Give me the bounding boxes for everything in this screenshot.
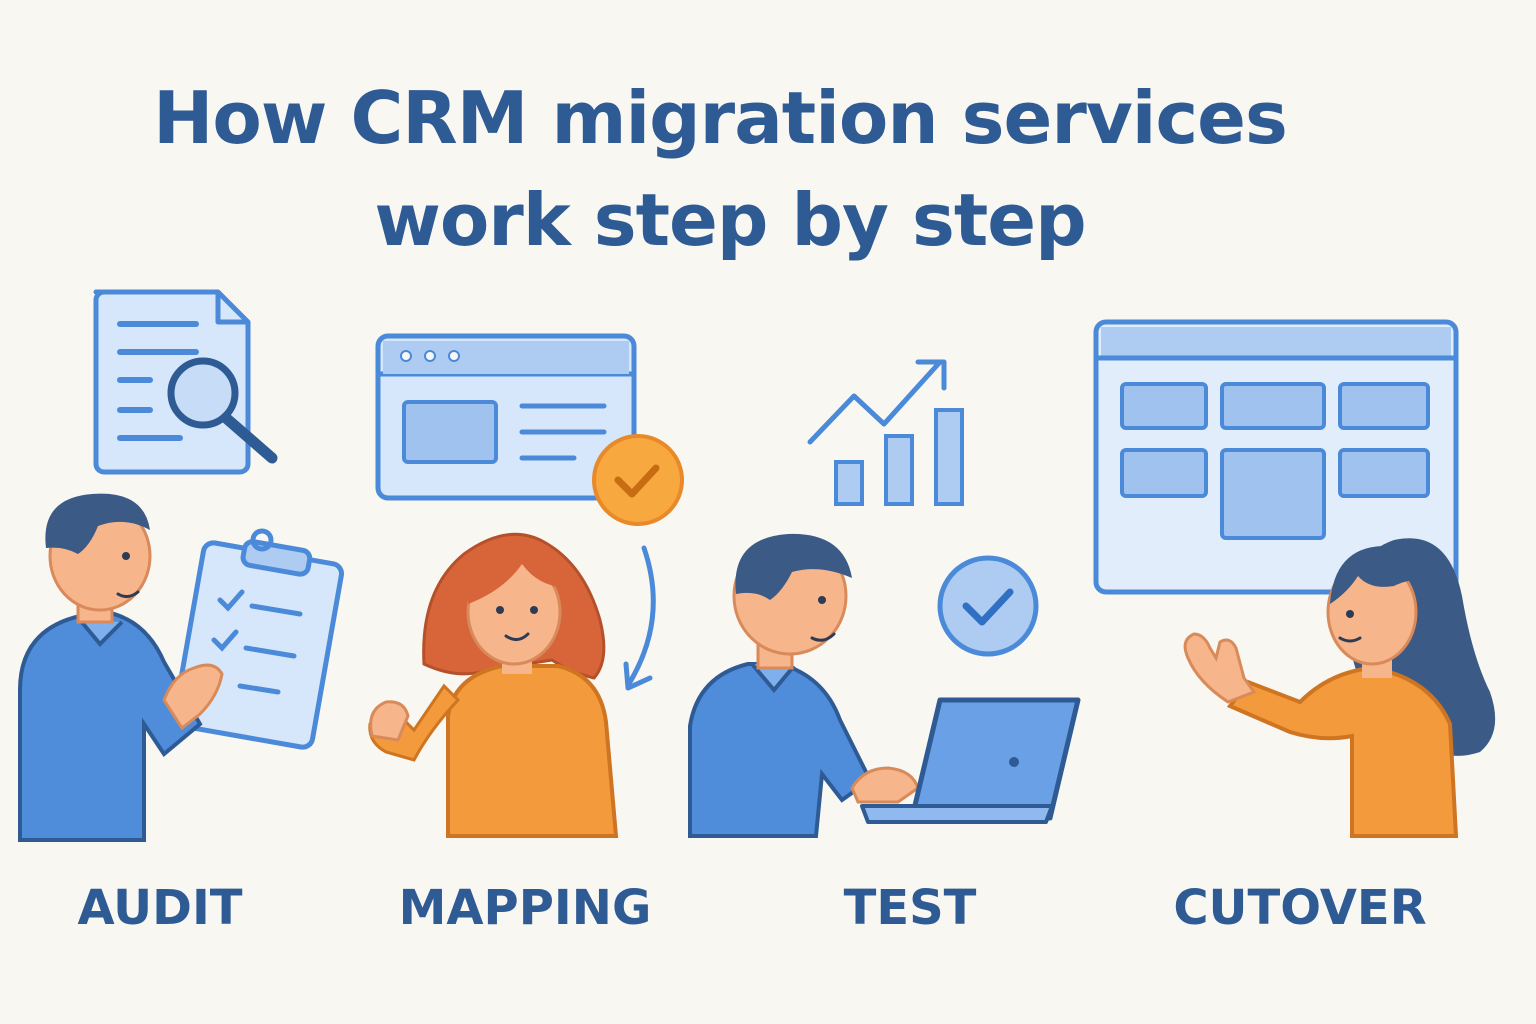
dashboard-window-icon [1093,319,1459,595]
step-label-mapping: MAPPING [398,880,652,936]
browser-window-icon [375,333,637,501]
mapping-person [368,532,619,838]
step-label-audit: AUDIT [77,880,243,936]
tester-person [688,533,920,838]
auditor-person [18,493,224,842]
page-title-line-1: How CRM migration services [153,76,1288,160]
curved-arrow-icon [623,545,656,691]
clipboard-icon [171,528,345,750]
document-magnifier-icon [93,289,278,475]
page-title-line-2: work step by step [374,178,1086,262]
blue-checkmark-icon [937,555,1039,657]
orange-checkmark-icon [592,434,684,526]
cutover-person [1183,538,1496,838]
growth-chart-icon [807,359,964,506]
step-label-test: TEST [843,880,977,936]
step-label-cutover: CUTOVER [1173,880,1427,936]
laptop-icon [860,697,1081,824]
